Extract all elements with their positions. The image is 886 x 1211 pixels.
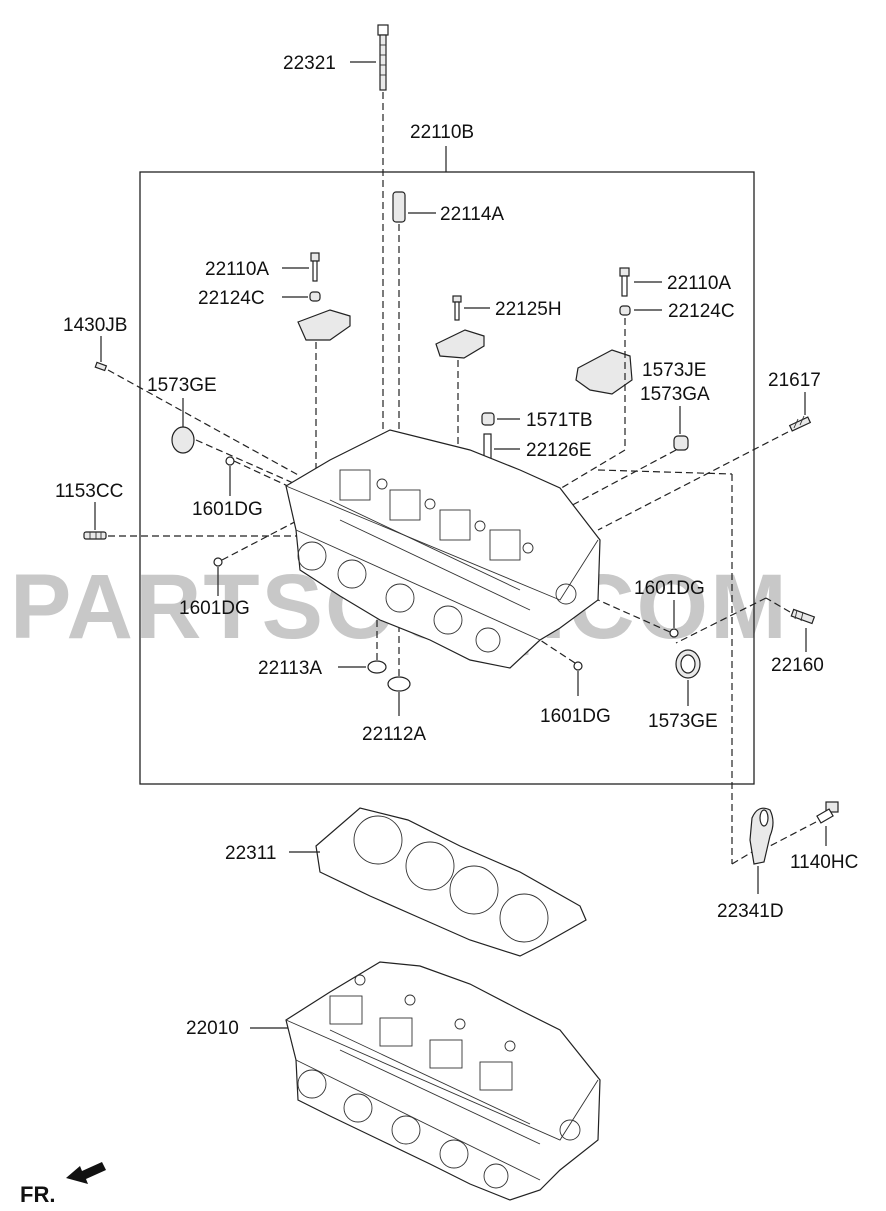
label-22110A-right[interactable]: 22110A: [667, 273, 731, 294]
label-1153CC[interactable]: 1153CC: [55, 481, 123, 502]
label-22114A[interactable]: 22114A: [440, 204, 504, 225]
bolt-1140HC[interactable]: [816, 801, 839, 824]
label-1601DG-b[interactable]: 1601DG: [179, 598, 250, 619]
cam-cap-left[interactable]: [297, 252, 351, 472]
seal-1573GE-bottom[interactable]: [675, 649, 701, 679]
assembly-frame: [139, 171, 755, 785]
label-21617[interactable]: 21617: [768, 370, 821, 391]
plug-1571TB[interactable]: [481, 412, 495, 426]
label-1573GE-top[interactable]: 1573GE: [147, 375, 217, 396]
label-22126E[interactable]: 22126E: [526, 440, 592, 461]
label-1140HC[interactable]: 1140HC: [790, 852, 858, 873]
seal-1573GE-top[interactable]: [171, 426, 195, 454]
sleeve-22114A[interactable]: [392, 191, 406, 470]
label-22160[interactable]: 22160: [771, 655, 824, 676]
front-label: FR.: [20, 1182, 55, 1207]
label-22124C-right[interactable]: 22124C: [668, 301, 735, 322]
label-1430JB[interactable]: 1430JB: [63, 315, 127, 336]
label-22125H[interactable]: 22125H: [495, 299, 562, 320]
hanger-22341D[interactable]: [749, 807, 774, 865]
label-1601DG-d[interactable]: 1601DG: [540, 706, 611, 727]
label-1571TB[interactable]: 1571TB: [526, 410, 593, 431]
label-22321[interactable]: 22321: [283, 53, 336, 74]
cam-cap-center[interactable]: [435, 295, 485, 478]
dowel-1601DG-d[interactable]: [573, 661, 583, 671]
head-bolt-22321[interactable]: [377, 24, 389, 470]
label-22112A[interactable]: 22112A: [362, 724, 426, 745]
stud-21617[interactable]: [788, 415, 812, 432]
dowel-1601DG-b[interactable]: [213, 557, 223, 567]
head-gasket-22311[interactable]: [315, 807, 587, 957]
ring-22113A[interactable]: [367, 660, 387, 674]
pin-1430JB[interactable]: [94, 361, 108, 372]
cylinder-head-upper[interactable]: [285, 429, 601, 669]
cylinder-head-assembly-22010[interactable]: [285, 961, 601, 1201]
label-22110B[interactable]: 22110B: [410, 122, 474, 143]
label-1573GA[interactable]: 1573GA: [640, 384, 710, 405]
label-22010[interactable]: 22010: [186, 1018, 239, 1039]
label-1573GE-bottom[interactable]: 1573GE: [648, 711, 718, 732]
dowel-1601DG-a[interactable]: [225, 456, 235, 466]
cam-cap-right[interactable]: [547, 267, 633, 497]
dowel-1601DG-c[interactable]: [669, 628, 679, 638]
front-direction-arrow-icon: [66, 1162, 106, 1184]
label-1573JE[interactable]: 1573JE: [642, 360, 706, 381]
label-22311[interactable]: 22311: [225, 843, 276, 864]
label-22110A-left[interactable]: 22110A: [205, 259, 269, 280]
plug-1573GA[interactable]: [673, 435, 689, 451]
stud-22160[interactable]: [790, 608, 816, 625]
ring-22112A[interactable]: [387, 676, 411, 692]
label-1601DG-c[interactable]: 1601DG: [634, 578, 705, 599]
label-22113A[interactable]: 22113A: [258, 658, 322, 679]
stud-1153CC[interactable]: [83, 531, 107, 540]
label-22124C-left[interactable]: 22124C: [198, 288, 265, 309]
label-22341D[interactable]: 22341D: [717, 901, 784, 922]
label-1601DG-a[interactable]: 1601DG: [192, 499, 263, 520]
